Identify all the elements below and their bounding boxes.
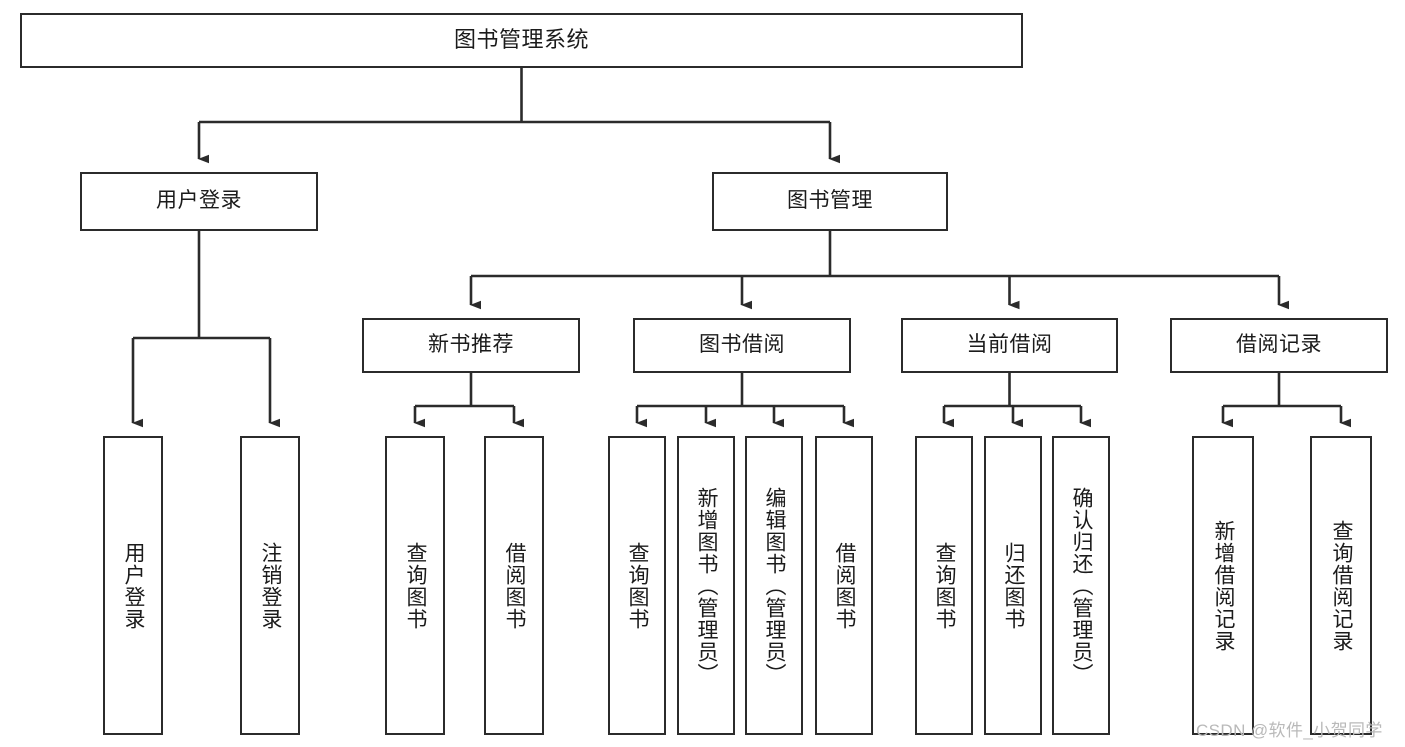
node-label: 借阅记录 [1236, 333, 1322, 357]
node-label: 确认归还（管理员） [1070, 486, 1094, 685]
node-book-manage[interactable]: 图书管理 [712, 172, 948, 231]
node-leaf-return-book[interactable]: 归还图书 [984, 436, 1042, 735]
node-leaf-borrow-book-bor[interactable]: 借阅图书 [815, 436, 873, 735]
node-label: 用户登录 [156, 189, 242, 213]
node-borrow-record[interactable]: 借阅记录 [1170, 318, 1388, 373]
node-leaf-add-record[interactable]: 新增借阅记录 [1192, 436, 1254, 735]
node-leaf-user-login[interactable]: 用户登录 [103, 436, 163, 735]
node-leaf-user-logout[interactable]: 注销登录 [240, 436, 300, 735]
node-leaf-edit-book[interactable]: 编辑图书（管理员） [745, 436, 803, 735]
node-label: 编辑图书（管理员） [763, 486, 787, 685]
node-label: 查询图书 [626, 541, 650, 630]
node-current-borrow[interactable]: 当前借阅 [901, 318, 1118, 373]
node-label: 查询图书 [933, 541, 957, 630]
node-label: 图书管理系统 [453, 27, 589, 53]
node-leaf-borrow-book-rec[interactable]: 借阅图书 [484, 436, 544, 735]
node-label: 查询借阅记录 [1330, 519, 1354, 652]
node-label: 图书借阅 [699, 333, 785, 357]
node-label: 新书推荐 [428, 333, 514, 357]
node-label: 注销登录 [259, 541, 283, 630]
node-label: 当前借阅 [966, 333, 1053, 357]
node-label: 用户登录 [122, 541, 146, 630]
node-user-login[interactable]: 用户登录 [80, 172, 318, 231]
node-label: 新增图书（管理员） [695, 486, 719, 685]
node-label: 借阅图书 [503, 541, 527, 630]
node-new-book-recommend[interactable]: 新书推荐 [362, 318, 580, 373]
node-leaf-add-book[interactable]: 新增图书（管理员） [677, 436, 735, 735]
node-label: 图书管理 [787, 189, 873, 213]
node-leaf-query-record[interactable]: 查询借阅记录 [1310, 436, 1372, 735]
node-root[interactable]: 图书管理系统 [20, 13, 1023, 68]
node-label: 新增借阅记录 [1212, 519, 1236, 652]
node-book-borrow[interactable]: 图书借阅 [633, 318, 851, 373]
csdn-watermark: CSDN @软件_小贺同学 [1196, 721, 1383, 740]
node-label: 借阅图书 [833, 541, 857, 630]
node-label: 查询图书 [404, 541, 428, 630]
node-label: 归还图书 [1002, 541, 1026, 630]
node-leaf-query-book-bor[interactable]: 查询图书 [608, 436, 666, 735]
node-leaf-query-book-cur[interactable]: 查询图书 [915, 436, 973, 735]
node-leaf-confirm-return[interactable]: 确认归还（管理员） [1052, 436, 1110, 735]
node-leaf-query-book-rec[interactable]: 查询图书 [385, 436, 445, 735]
